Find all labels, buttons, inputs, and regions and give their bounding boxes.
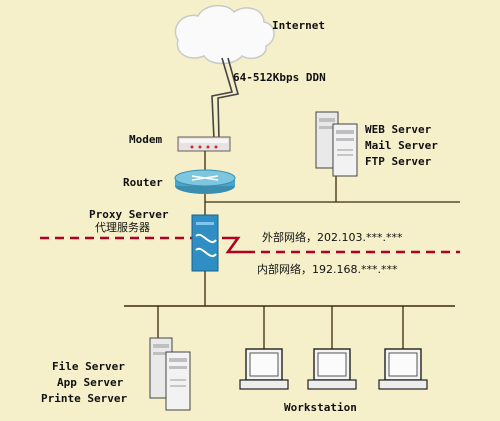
workstation-1 [239,348,289,390]
firewall-bolt [222,236,246,254]
proxy-label-en: Proxy Server [89,208,169,221]
proxy-label-zh: 代理服务器 [95,221,150,234]
router-device [174,169,236,194]
workstation-3 [378,348,428,390]
modem-label: Modem [129,133,163,146]
app-server-label: App Server [57,376,124,389]
web-server-tower [315,111,358,177]
internet-label: Internet [272,19,325,32]
workstation-label: Workstation [284,401,357,414]
modem-device [177,136,231,152]
internal-network-label: 内部网络，192.168.***.*** [257,263,398,276]
mail-server-label: Mail Server [365,139,438,152]
file-server-label: File Server [52,360,125,373]
printe-server-label: Printe Server [41,392,128,405]
web-server-label: WEB Server [365,123,432,136]
router-label: Router [123,176,163,189]
external-network-label: 外部网络，202.103.***.*** [262,231,403,244]
lan-server-tower [149,337,191,411]
proxy-server-device [191,214,219,272]
ftp-server-label: FTP Server [365,155,432,168]
workstation-2 [307,348,357,390]
ddn-label: 64-512Kbps DDN [233,71,326,84]
ddn-link [211,57,240,141]
internet-cloud [174,4,275,65]
